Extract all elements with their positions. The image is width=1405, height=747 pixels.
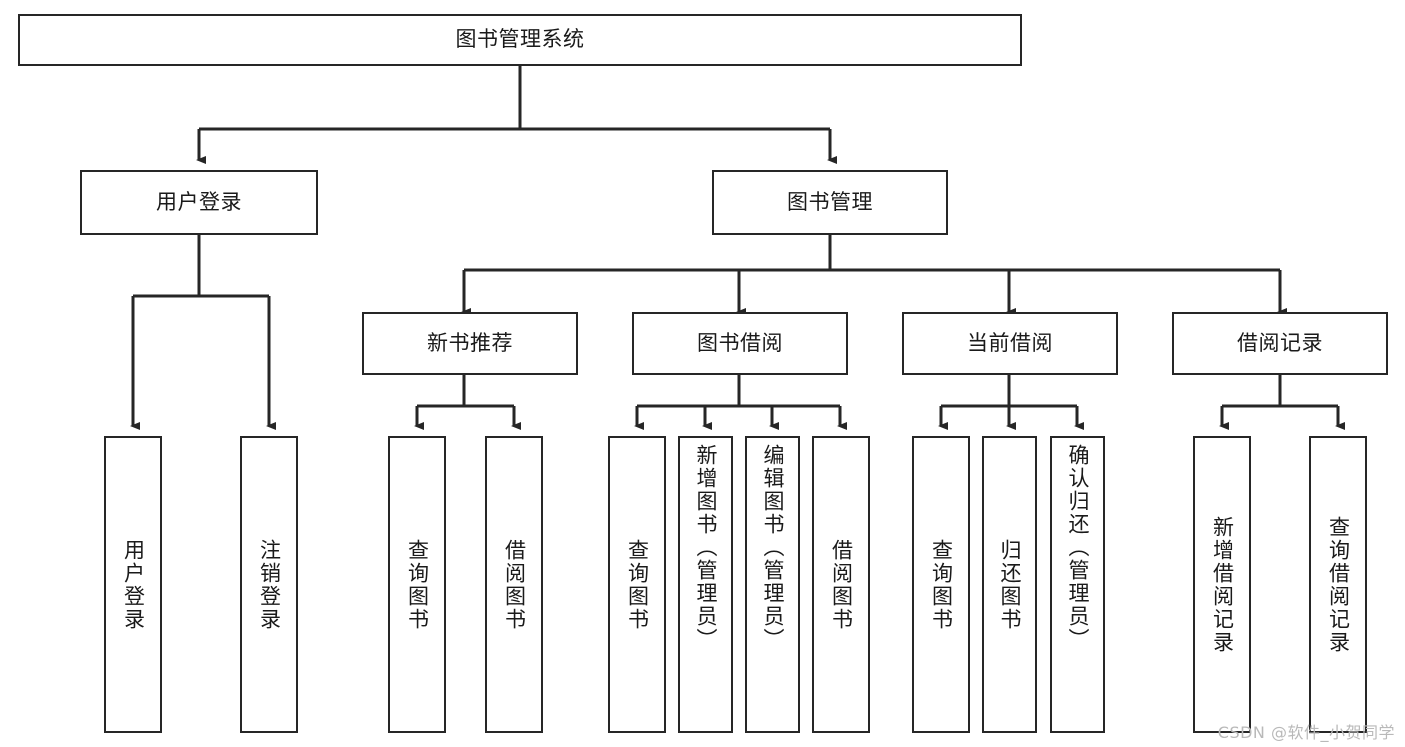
node-new-book-recommend[interactable]: 新书推荐 — [362, 312, 578, 375]
node-leaf-borrow-book[interactable]: 借阅图书 — [812, 436, 870, 733]
node-label: 新书推荐 — [427, 330, 513, 355]
node-user-login[interactable]: 用户登录 — [80, 170, 318, 235]
node-label: 用户登录 — [156, 189, 242, 214]
node-leaf-borrow-book-recommend[interactable]: 借阅图书 — [485, 436, 543, 733]
node-label: 图书借阅 — [697, 330, 783, 355]
node-book-management[interactable]: 图书管理 — [712, 170, 948, 235]
node-label: 当前借阅 — [967, 330, 1053, 355]
node-label: 借阅图书 — [502, 538, 527, 631]
node-root-book-management-system[interactable]: 图书管理系统 — [18, 14, 1022, 66]
node-leaf-add-book-admin[interactable]: 新增图书（管理员） — [678, 436, 733, 733]
node-label: 新增借阅记录 — [1210, 515, 1235, 654]
node-leaf-query-book-borrow[interactable]: 查询图书 — [608, 436, 666, 733]
node-leaf-return-book[interactable]: 归还图书 — [982, 436, 1037, 733]
node-label: 确认归还（管理员） — [1066, 444, 1090, 651]
node-label: 查询图书 — [929, 538, 954, 631]
node-label: 查询图书 — [625, 538, 650, 631]
node-label: 注销登录 — [257, 538, 282, 631]
node-leaf-query-book-recommend[interactable]: 查询图书 — [388, 436, 446, 733]
node-leaf-edit-book-admin[interactable]: 编辑图书（管理员） — [745, 436, 800, 733]
node-leaf-user-login[interactable]: 用户登录 — [104, 436, 162, 733]
node-leaf-confirm-return-admin[interactable]: 确认归还（管理员） — [1050, 436, 1105, 733]
node-current-borrow[interactable]: 当前借阅 — [902, 312, 1118, 375]
node-label: 图书管理系统 — [455, 27, 585, 52]
node-label: 图书管理 — [787, 189, 873, 214]
node-leaf-query-book-current[interactable]: 查询图书 — [912, 436, 970, 733]
node-label: 查询借阅记录 — [1326, 515, 1351, 654]
node-label: 用户登录 — [121, 538, 146, 631]
node-label: 归还图书 — [998, 538, 1022, 631]
node-label: 借阅图书 — [829, 538, 854, 631]
node-label: 编辑图书（管理员） — [761, 444, 785, 651]
node-leaf-query-borrow-record[interactable]: 查询借阅记录 — [1309, 436, 1367, 733]
node-borrow-record[interactable]: 借阅记录 — [1172, 312, 1388, 375]
node-label: 借阅记录 — [1237, 330, 1323, 355]
node-label: 新增图书（管理员） — [694, 444, 718, 651]
node-leaf-add-borrow-record[interactable]: 新增借阅记录 — [1193, 436, 1251, 733]
node-label: 查询图书 — [405, 538, 430, 631]
node-book-borrow[interactable]: 图书借阅 — [632, 312, 848, 375]
node-leaf-logout[interactable]: 注销登录 — [240, 436, 298, 733]
